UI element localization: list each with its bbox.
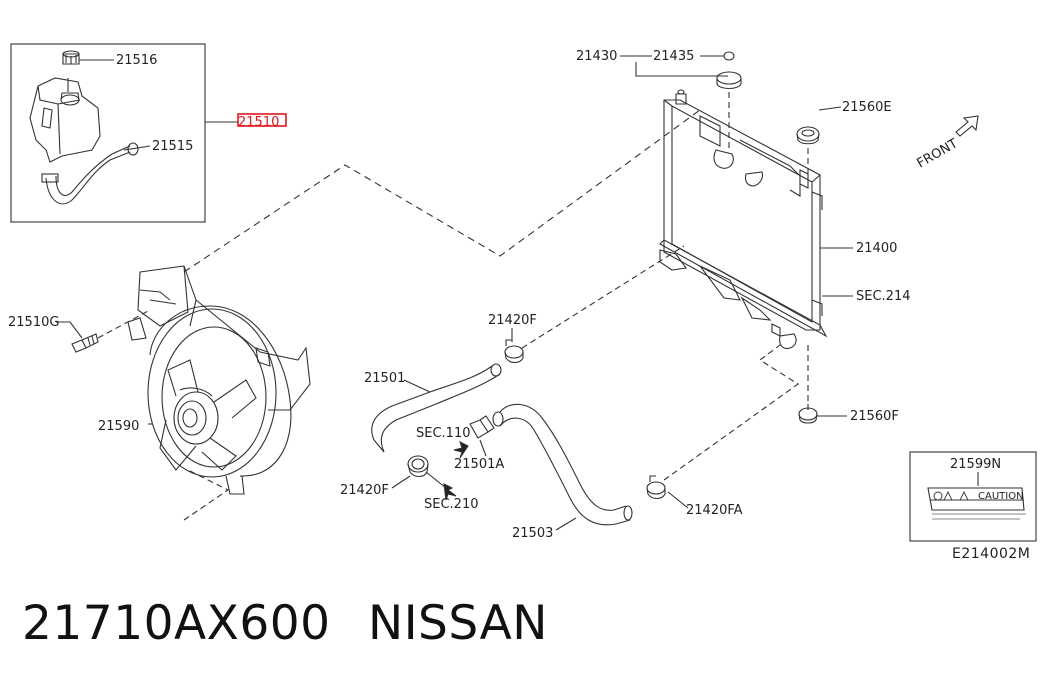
lower-hose-21503[interactable] (492, 403, 633, 526)
dashed-hose-upper (521, 245, 685, 349)
leader-21420F-bottom (391, 475, 411, 489)
label-diagram-code: E214002M (952, 546, 1030, 562)
label-21560E: 21560E (842, 100, 892, 115)
label-21430: 21430 (576, 49, 617, 64)
label-sec110: SEC.110 (416, 426, 471, 441)
brand-name: NISSAN (368, 596, 548, 651)
front-arrow-icon (955, 115, 979, 137)
label-21510G: 21510G (8, 315, 59, 330)
dashed-link-top (183, 109, 701, 273)
label-21400: 21400 (856, 241, 897, 256)
leader-21430 (635, 62, 728, 77)
reservoir-tank[interactable] (29, 77, 101, 163)
leader-sec210 (425, 471, 447, 489)
footer-title: 21710AX600 NISSAN (22, 596, 548, 651)
sec210-arrow-icon (443, 483, 457, 501)
leader-21501A (479, 439, 487, 457)
reservoir-hose-21515[interactable] (41, 142, 139, 205)
sec110-arrow-icon (453, 440, 469, 459)
leader-21501 (403, 379, 431, 393)
leader-21515 (123, 145, 151, 151)
label-21503: 21503 (512, 526, 553, 541)
label-21590: 21590 (98, 419, 139, 434)
label-21420FA: 21420FA (686, 503, 743, 518)
seal-21435[interactable] (723, 51, 735, 61)
clamp-21501A[interactable] (469, 415, 495, 439)
dashed-fan-bottom (183, 469, 230, 521)
clamp-21420F-top[interactable] (504, 339, 524, 364)
label-21599N: 21599N (950, 457, 1001, 472)
label-21420F-bottom: 21420F (340, 483, 389, 498)
dashed-hose-lower (663, 341, 799, 481)
clamp-21420F-bottom[interactable] (407, 455, 429, 478)
grommet-21560F[interactable] (798, 404, 818, 424)
label-21560F: 21560F (850, 409, 899, 424)
label-sec214: SEC.214 (856, 289, 911, 304)
reservoir-inset-box (10, 43, 206, 223)
leader-21503 (555, 517, 577, 531)
caution-label-box (909, 451, 1037, 542)
label-21510[interactable]: 21510 (238, 115, 279, 130)
label-21515: 21515 (152, 139, 193, 154)
label-caution: CAUTION (978, 491, 1024, 502)
label-21501A: 21501A (454, 457, 504, 472)
label-21435: 21435 (653, 49, 694, 64)
part-number: 21710AX600 (22, 596, 331, 651)
highlight-box-21510[interactable] (237, 113, 287, 127)
radiator-cap-21430[interactable] (716, 71, 742, 90)
label-sec210: SEC.210 (424, 497, 479, 512)
clamp-21420FA[interactable] (646, 475, 666, 500)
label-21501: 21501 (364, 371, 405, 386)
label-front: FRONT (915, 136, 961, 171)
fan-hub[interactable] (159, 359, 257, 471)
radiator-21400[interactable] (659, 89, 828, 350)
reservoir-cap-21516[interactable] (62, 50, 80, 65)
grommet-21560E[interactable] (796, 126, 820, 145)
label-21420F-top: 21420F (488, 313, 537, 328)
label-21516: 21516 (116, 53, 157, 68)
leader-21560E (818, 106, 842, 111)
fan-shroud-21590[interactable] (127, 265, 311, 495)
leader-21510G (56, 321, 83, 339)
caution-warning-icons (933, 490, 969, 501)
leader-21420FA (667, 491, 689, 509)
bolt-21510G[interactable] (71, 333, 99, 353)
